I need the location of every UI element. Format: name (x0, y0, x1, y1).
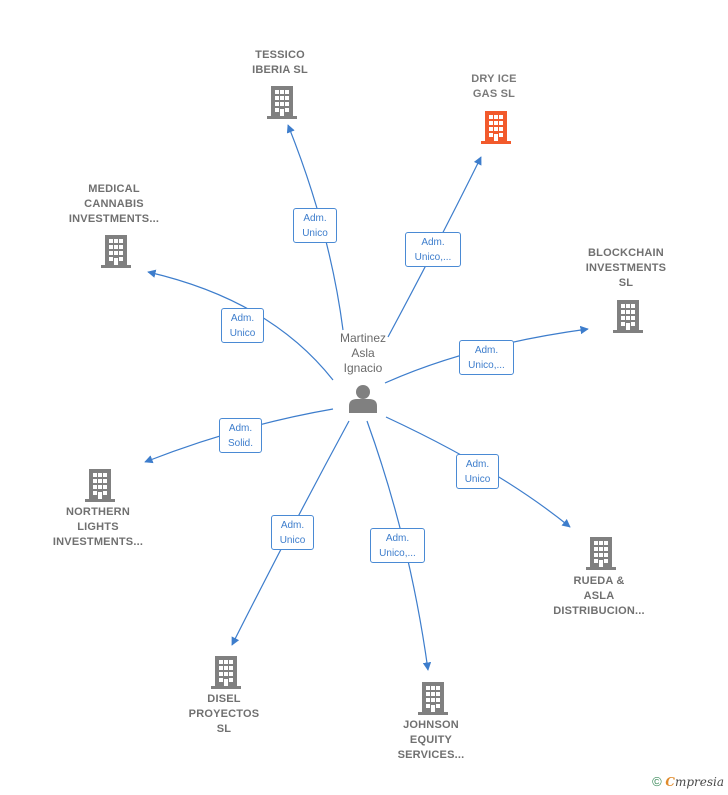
company-label-tessico[interactable]: TESSICO IBERIA SL (252, 49, 308, 76)
dry-ice-building-icon[interactable] (481, 111, 511, 144)
relation-label-johnson[interactable]: Adm. Unico,... (370, 528, 425, 563)
company-label-blockchain[interactable]: BLOCKCHAIN INVESTMENTS SL (585, 247, 667, 289)
footer-brand: © Cmpresia (652, 774, 724, 789)
company-label-rueda-asla[interactable]: RUEDA & ASLA DISTRIBUCION... (553, 575, 645, 617)
brand-logo: Cmpresia (665, 775, 724, 789)
copyright-icon: © (652, 774, 662, 789)
johnson-building-icon[interactable] (418, 682, 448, 715)
rueda-asla-building-icon[interactable] (586, 537, 616, 570)
tessico-building-icon[interactable] (267, 86, 297, 119)
relation-label-medical-cannabis[interactable]: Adm. Unico (221, 308, 264, 343)
northern-lights-building-icon[interactable] (85, 469, 115, 502)
relation-label-tessico[interactable]: Adm. Unico (293, 208, 337, 243)
company-label-disel[interactable]: DISEL PROYECTOS SL (188, 693, 260, 735)
medical-cannabis-building-icon[interactable] (101, 235, 131, 268)
company-label-johnson[interactable]: JOHNSON EQUITY SERVICES... (397, 719, 465, 761)
relation-label-blockchain[interactable]: Adm. Unico,... (459, 340, 514, 375)
relation-label-dry-ice[interactable]: Adm. Unico,... (405, 232, 461, 267)
company-label-medical-cannabis[interactable]: MEDICAL CANNABIS INVESTMENTS... (68, 183, 160, 225)
disel-building-icon[interactable] (211, 656, 241, 689)
relation-label-rueda-asla[interactable]: Adm. Unico (456, 454, 499, 489)
blockchain-building-icon[interactable] (613, 300, 643, 333)
relation-label-disel[interactable]: Adm. Unico (271, 515, 314, 550)
relation-label-northern-lights[interactable]: Adm. Solid. (219, 418, 262, 453)
company-label-dry-ice[interactable]: DRY ICE GAS SL (471, 73, 517, 100)
person-icon[interactable] (349, 385, 377, 413)
company-label-northern-lights[interactable]: NORTHERN LIGHTS INVESTMENTS... (52, 506, 144, 548)
center-person-label[interactable]: Martinez Asla Ignacio (339, 331, 386, 375)
